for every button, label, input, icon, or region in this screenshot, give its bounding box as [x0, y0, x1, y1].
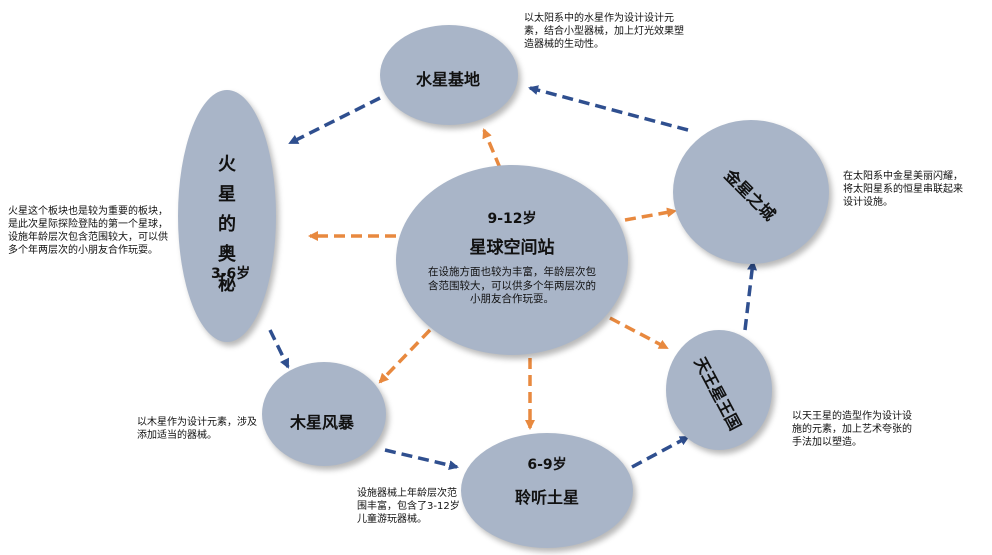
- arrow-uranus-to-venus: [743, 260, 758, 331]
- saturn-label: 聆听土星: [514, 488, 579, 507]
- arrow-center-to-uranus: [609, 316, 669, 350]
- venus-note: 在太阳系中金星美丽闪耀，将太阳星系的恒星串联起来设计设施。: [843, 171, 963, 208]
- node-center: [396, 165, 628, 355]
- arrow-venus-to-mercury: [528, 85, 689, 132]
- center-title: 星球空间站: [469, 238, 555, 258]
- arrow-mars-to-jupiter: [268, 329, 290, 369]
- node-mercury: [380, 25, 518, 125]
- arrow-saturn-to-uranus: [631, 435, 690, 469]
- jupiter-note: 以木星作为设计元素，涉及添加适当的器械。: [137, 417, 257, 441]
- mercury-note: 以太阳系中的水星作为设计设计元素，结合小型器械，加上灯光效果塑造器械的生动性。: [524, 13, 684, 50]
- uranus-note: 以天王星的造型作为设计设施的元素，加上艺术夸张的手法加以塑造。: [792, 411, 912, 448]
- node-mars: [178, 90, 276, 342]
- jupiter-label: 木星风暴: [290, 413, 355, 432]
- arrow-jupiter-to-saturn: [384, 448, 459, 471]
- center-age: 9-12岁: [487, 211, 537, 227]
- mars-age: 3-6岁: [211, 266, 251, 282]
- center-description: 在设施方面也较为丰富，年龄层次包含范围较大，可以供多个年两层次的小朋友合作玩耍。: [428, 266, 596, 305]
- saturn-note: 设施器械上年龄层次范围丰富，包含了3-12岁儿童游玩器械。: [357, 488, 460, 525]
- arrow-center-to-jupiter: [378, 328, 432, 384]
- arrow-center-to-mercury: [482, 128, 502, 169]
- arrow-center-to-venus: [624, 207, 677, 222]
- mercury-label: 水星基地: [416, 70, 481, 89]
- node-saturn: [461, 433, 633, 548]
- arrow-mercury-to-mars: [288, 96, 381, 145]
- node-jupiter: [262, 362, 386, 466]
- mars-label: 火星的奥秘: [218, 154, 236, 295]
- node-uranus: [666, 330, 772, 450]
- mars-note: 火星这个板块也是较为重要的板块，是此次星际探险登陆的第一个星球，设施年龄层次包含…: [8, 206, 168, 256]
- node-venus: [673, 120, 829, 264]
- saturn-age: 6-9岁: [527, 457, 567, 473]
